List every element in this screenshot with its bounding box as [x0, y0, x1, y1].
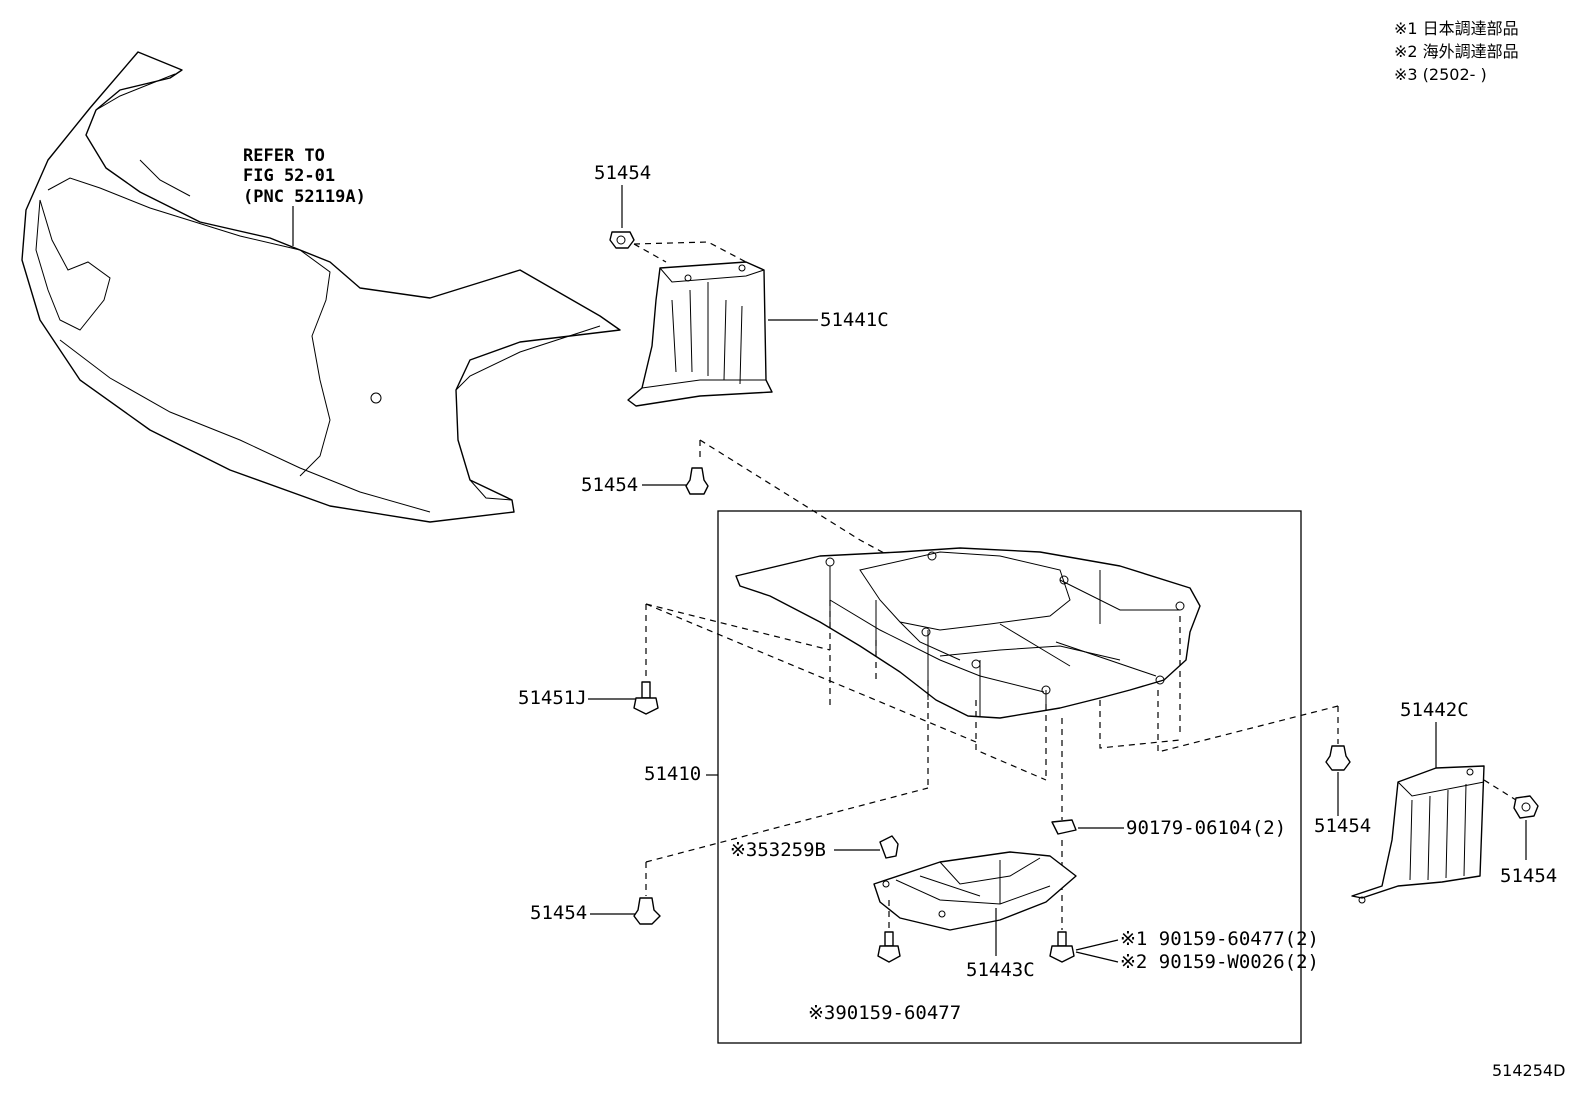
dash-clip-top-b — [633, 241, 747, 263]
label-assembly: 51410 — [644, 763, 701, 785]
label-shield-lh: 51442C — [1400, 699, 1469, 721]
dash-clip-low — [645, 787, 929, 863]
engine-under-shield-rh — [627, 261, 773, 407]
label-shield-rh: 51441C — [820, 309, 889, 331]
label-clip-top: 51454 — [594, 162, 651, 184]
front-bumper-cover — [21, 51, 621, 523]
label-screw-os: ※2 90159-W0026(2) — [1120, 951, 1319, 973]
figure-id: 514254D — [1492, 1061, 1565, 1080]
engine-under-shield-lh — [1351, 765, 1485, 904]
clip-mid-fastener — [685, 467, 709, 495]
dash-cover-d — [975, 700, 1047, 781]
label-clip-rh-b: 51454 — [1500, 865, 1557, 887]
clip-rh-b-fastener — [1513, 795, 1539, 819]
label-bracket: ※353259B — [730, 839, 826, 861]
label-bolt: 51451J — [518, 687, 587, 709]
nut-fastener — [1051, 819, 1077, 835]
clip-low-fastener — [633, 897, 661, 925]
legend-note-1: ※1 日本調達部品 — [1394, 19, 1519, 38]
engine-under-cover — [735, 547, 1201, 719]
leader-screw-a — [1075, 939, 1119, 951]
clip-rh-a-fastener — [1325, 745, 1351, 771]
legend-note-3: ※3 (2502- ) — [1394, 65, 1487, 84]
label-sub-cover: 51443C — [966, 959, 1035, 981]
dash-clip-top-a — [633, 243, 667, 263]
dash-bolt-right — [645, 603, 831, 651]
bolt-fastener — [633, 681, 659, 715]
label-screw-3: ※390159-60477 — [808, 1002, 961, 1024]
clip-top-fastener — [609, 231, 635, 249]
leader-screw-b — [1075, 951, 1119, 963]
dash-cover-g — [1157, 690, 1339, 753]
assembly-frame — [717, 510, 1302, 1044]
sub-under-cover — [873, 851, 1077, 931]
legend-note-2: ※2 海外調達部品 — [1394, 42, 1519, 61]
bracket-part — [879, 835, 899, 859]
label-clip-rh-a: 51454 — [1314, 815, 1371, 837]
dash-cover-f — [1099, 700, 1181, 749]
label-clip-low: 51454 — [530, 902, 587, 924]
reference-line-1: REFER TO — [243, 146, 325, 166]
reference-line-2: FIG 52-01 — [243, 166, 335, 186]
screw-lower-right — [1049, 931, 1075, 963]
reference-line-3: (PNC 52119A) — [243, 187, 366, 207]
dash-clip-rh-b — [1483, 779, 1517, 801]
dash-bolt-right-2 — [645, 603, 977, 743]
screw-lower-left — [877, 931, 901, 963]
label-clip-mid: 51454 — [581, 474, 638, 496]
label-nut: 90179-06104(2) — [1126, 817, 1286, 839]
label-screw-jp: ※1 90159-60477(2) — [1120, 928, 1319, 950]
